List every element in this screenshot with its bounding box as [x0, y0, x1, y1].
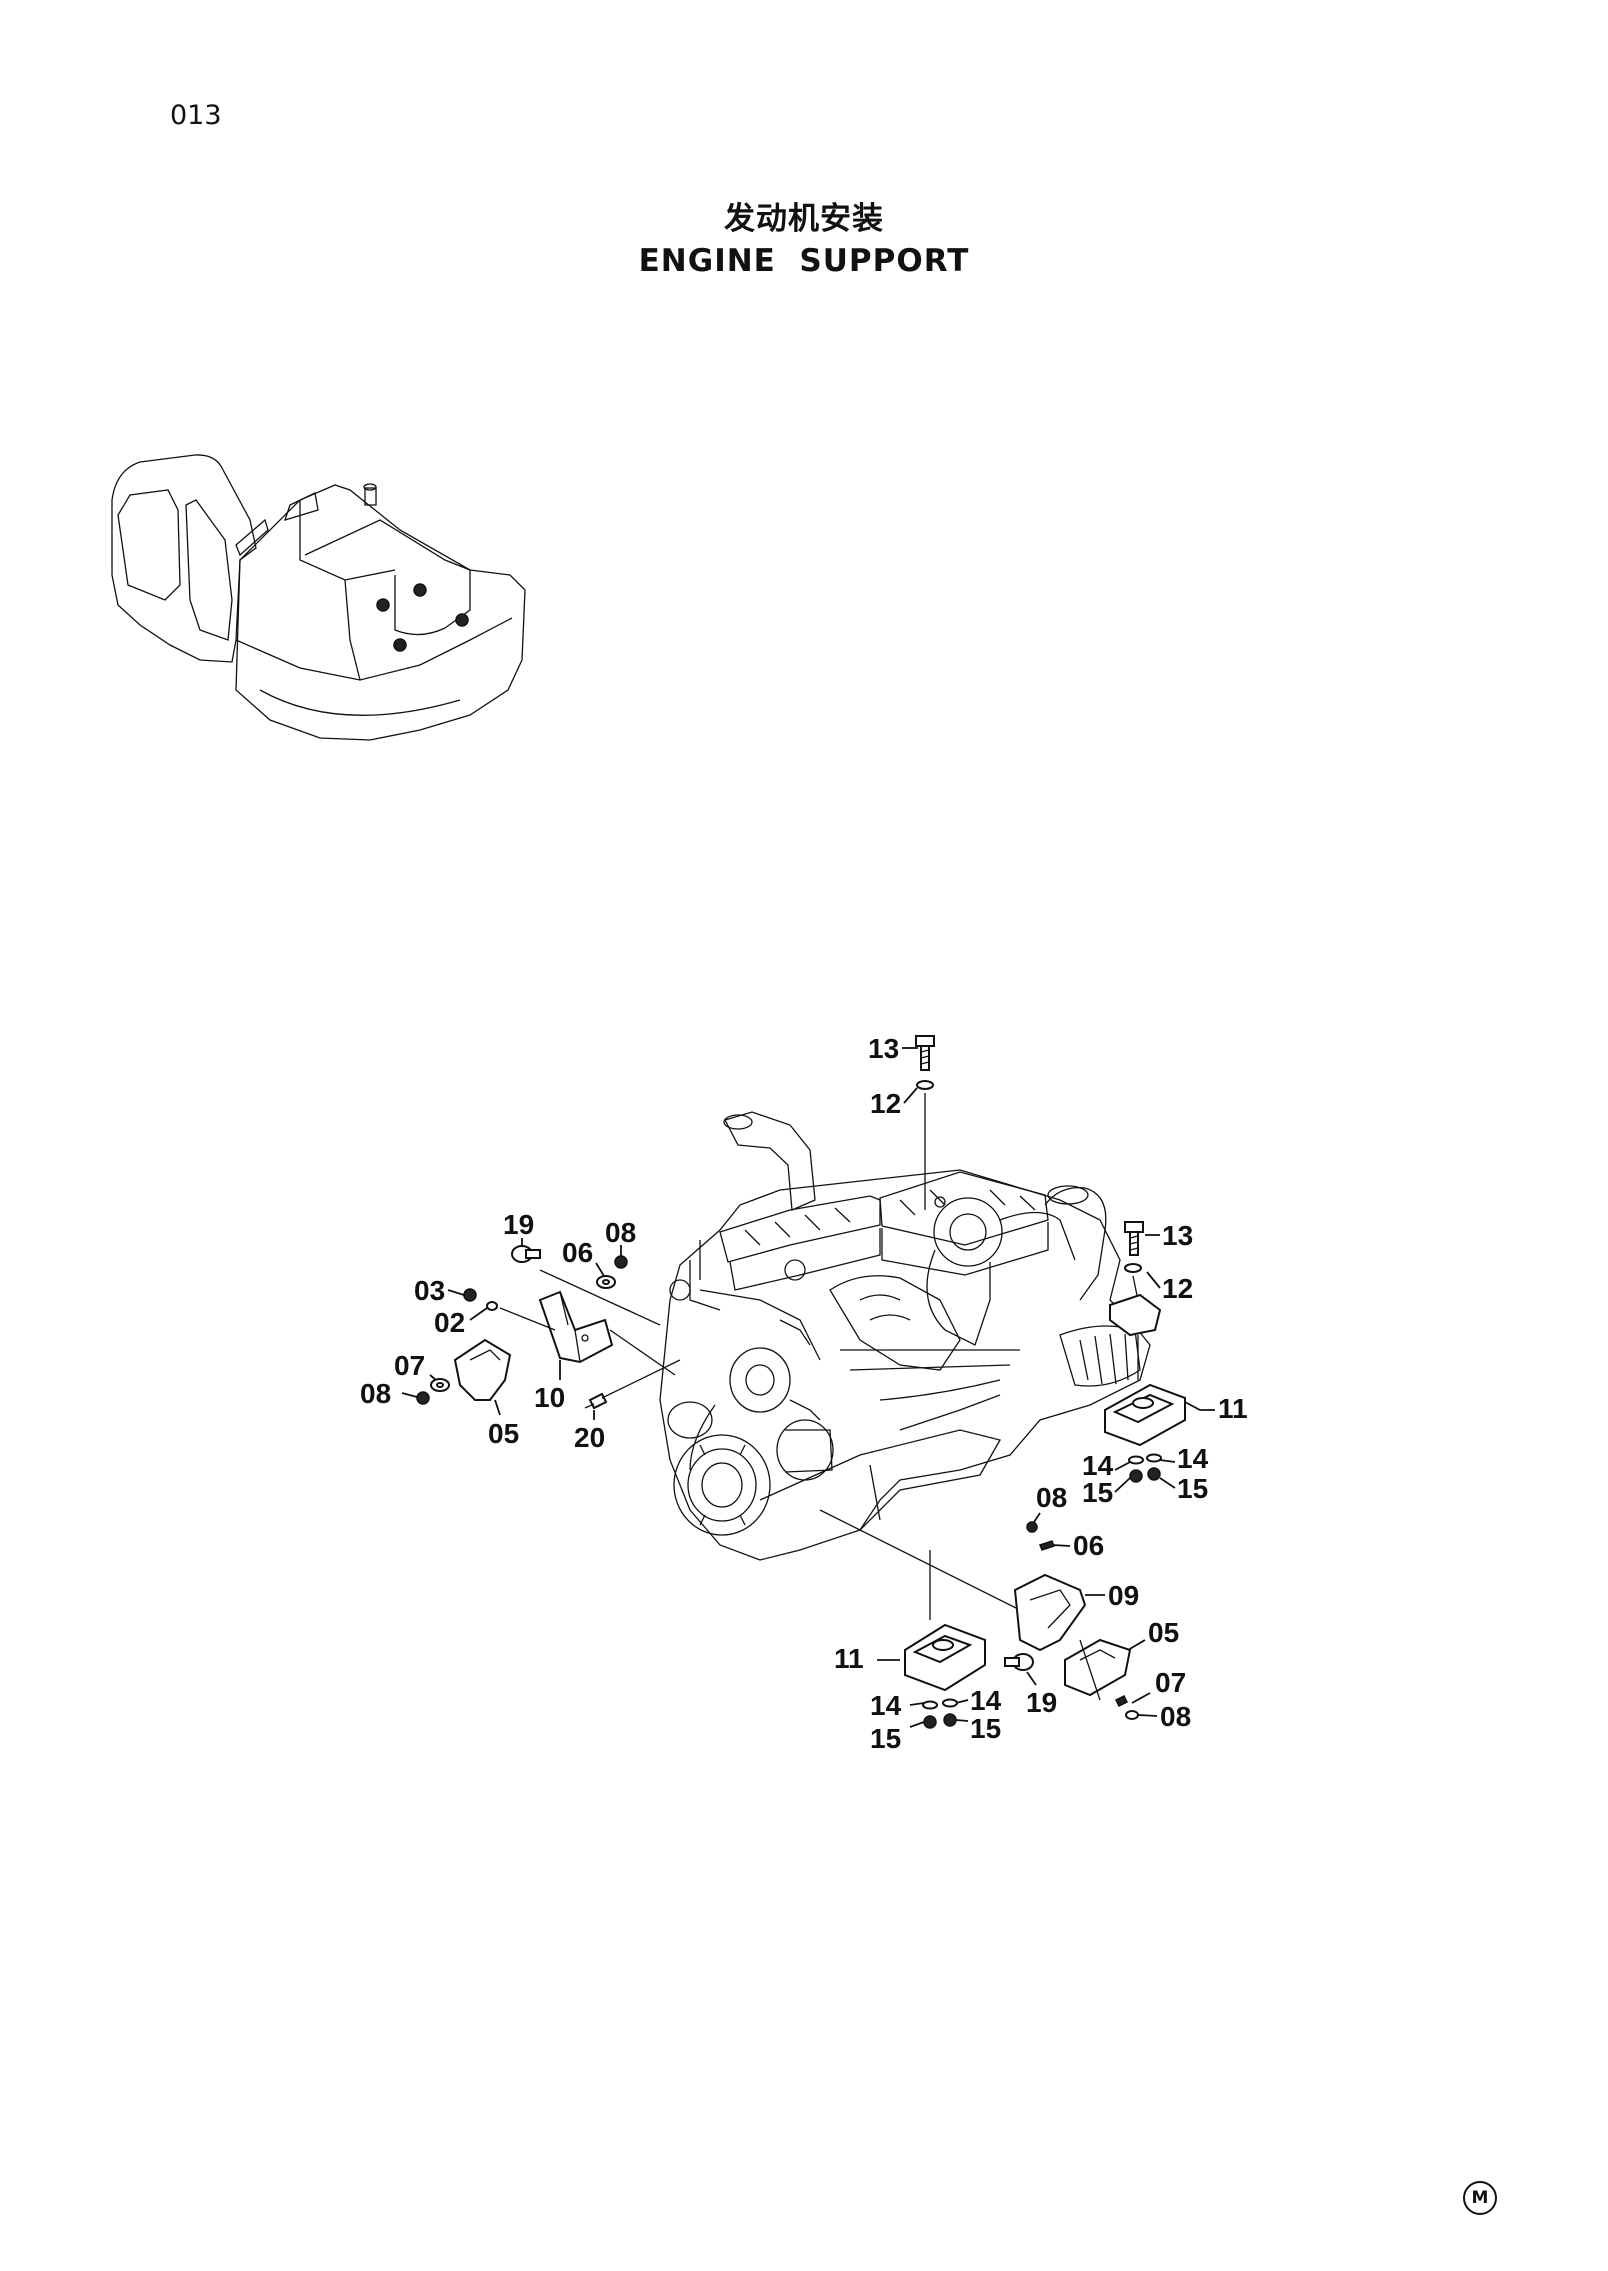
callout-13-right: 13 — [1162, 1220, 1193, 1251]
washer-07-left-hole — [436, 1382, 444, 1388]
callout-20: 20 — [574, 1422, 605, 1453]
bolt-13-top — [915, 1035, 935, 1071]
nut-08-left-bottom — [416, 1391, 430, 1405]
callout-03: 03 — [414, 1275, 445, 1306]
washer-06-left-hole — [602, 1279, 610, 1285]
callout-08-bottom-right-b: 08 — [1160, 1701, 1191, 1732]
callout-10: 10 — [534, 1382, 565, 1413]
callout-05-left: 05 — [488, 1418, 519, 1449]
callout-02: 02 — [434, 1307, 465, 1338]
washer-07-bottom-right — [1114, 1694, 1129, 1708]
engine-assembly — [659, 1111, 1151, 1561]
callout-11-bottom: 11 — [834, 1643, 864, 1674]
mount-05-bottom-right — [1064, 1638, 1132, 1697]
washer-14-right-a — [1128, 1455, 1144, 1465]
bracket-09 — [1013, 1573, 1087, 1652]
mount-11-bottom — [904, 1623, 986, 1692]
leader-stud-to-engine — [601, 1359, 681, 1399]
corner-mark-text: M — [1471, 2188, 1489, 2208]
mount-11-right — [1104, 1383, 1186, 1447]
title-english: ENGINE SUPPORT — [0, 243, 1608, 279]
callout-11-right: 11 — [1218, 1393, 1248, 1424]
callout-09: 09 — [1108, 1580, 1139, 1611]
callout-19-bottom: 19 — [1026, 1687, 1057, 1718]
callout-19-left: 19 — [503, 1209, 534, 1240]
stud-20 — [584, 1392, 608, 1410]
washer-12-top — [916, 1080, 934, 1090]
bolt-19-left — [511, 1245, 541, 1263]
nut-15-right-a — [1129, 1469, 1143, 1483]
nut-15-bottom-a — [923, 1715, 937, 1729]
callout-leaders — [401, 1047, 1215, 1728]
mount-05-left — [453, 1338, 512, 1401]
excavator-overview-illustration — [111, 454, 526, 741]
nut-08-bottom-right-b — [1125, 1710, 1139, 1720]
nut-08-bottom-right — [1026, 1521, 1038, 1533]
callout-08-bottom-right: 08 — [1036, 1482, 1067, 1513]
callout-15-right-a: 15 — [1082, 1477, 1113, 1508]
leader-19-to-engine — [539, 1269, 661, 1326]
page-number: 013 — [170, 100, 222, 131]
callout-05-bottom-right: 05 — [1148, 1617, 1179, 1648]
bracket-10 — [538, 1290, 614, 1364]
bolt-13-right — [1124, 1221, 1144, 1256]
callout-06-left: 06 — [562, 1237, 593, 1268]
callout-14-right-b: 14 — [1177, 1443, 1209, 1474]
callout-07-bottom-right: 07 — [1155, 1667, 1186, 1698]
bolt-19-bottom — [1004, 1653, 1034, 1671]
washer-06-bottom-right — [1039, 1540, 1055, 1551]
callout-07-left: 07 — [394, 1350, 425, 1381]
nut-15-right-b — [1147, 1467, 1161, 1481]
leader-bracket-to-mount-05 — [1079, 1639, 1101, 1701]
callout-08-left-top: 08 — [605, 1217, 636, 1248]
callout-15-bottom-a: 15 — [870, 1723, 901, 1754]
callout-06-bottom-right: 06 — [1073, 1530, 1104, 1561]
washer-14-right-b — [1146, 1453, 1162, 1463]
title-english-text: ENGINE SUPPORT — [638, 243, 970, 279]
washer-02 — [486, 1301, 498, 1311]
nut-08-left-top — [614, 1255, 628, 1269]
title-chinese-text: 发动机安装 — [724, 201, 884, 237]
washer-14-bottom-b — [942, 1698, 958, 1708]
corner-mark-badge: M — [1463, 2181, 1497, 2215]
callout-15-right-b: 15 — [1177, 1473, 1208, 1504]
engine-bracket-right — [1109, 1293, 1162, 1337]
callout-labels: 13 12 13 12 11 14 14 15 15 19 06 08 03 0… — [360, 1033, 1248, 1754]
callout-13-top: 13 — [868, 1033, 899, 1064]
nut-03 — [463, 1288, 477, 1302]
callout-12-right: 12 — [1162, 1273, 1193, 1304]
callout-14-right-a: 14 — [1082, 1450, 1114, 1481]
callout-14-bottom-b: 14 — [970, 1685, 1002, 1716]
title-chinese: 发动机安装 — [0, 193, 1608, 238]
washer-14-bottom-a — [922, 1700, 938, 1710]
nut-15-bottom-b — [943, 1713, 957, 1727]
leader-02-to-bracket — [499, 1307, 556, 1331]
callout-15-bottom-b: 15 — [970, 1713, 1001, 1744]
callout-08-left-bottom: 08 — [360, 1378, 391, 1409]
washer-12-right — [1124, 1263, 1142, 1273]
callout-12-top: 12 — [870, 1088, 901, 1119]
callout-14-bottom-a: 14 — [870, 1690, 902, 1721]
